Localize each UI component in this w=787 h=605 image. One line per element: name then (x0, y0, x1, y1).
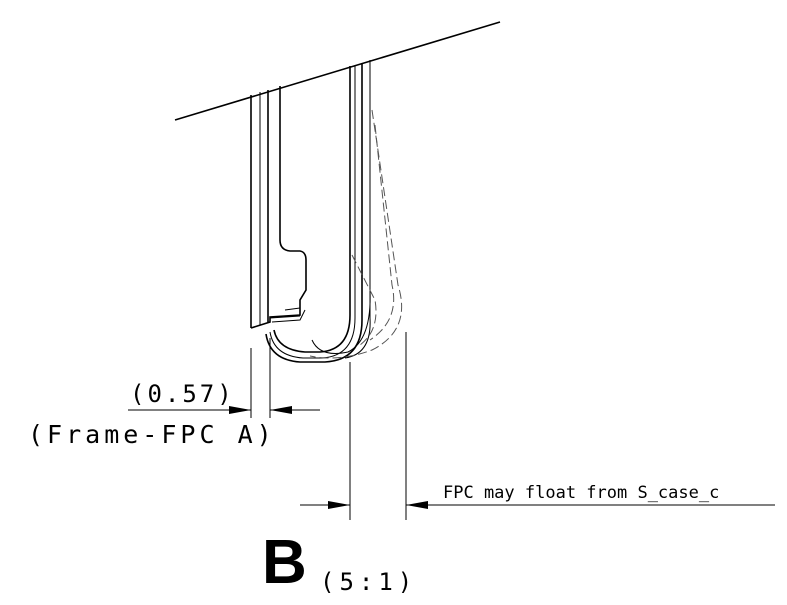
fpc-inner-loop (311, 289, 371, 354)
dimension-value: (0.57) (130, 380, 235, 408)
dim-b-arrow-left (328, 501, 350, 509)
fpc-layer-3 (265, 63, 363, 363)
dim-a-arrow-left (229, 406, 251, 414)
dim-a-arrow-right (270, 406, 292, 414)
fpc-layer-1 (273, 66, 351, 353)
view-label: B (262, 528, 307, 597)
view-scale: (5:1) (320, 568, 417, 596)
frame-clip (269, 307, 306, 323)
fpc-layer-4 (344, 60, 371, 359)
float-note: FPC may float from S_case_c (443, 483, 719, 503)
fpc-float-inner (369, 124, 395, 341)
dimension-reference: (Frame-FPC A) (28, 420, 276, 449)
fpc-float-mid (351, 254, 377, 346)
fpc-layer-2 (269, 65, 356, 359)
fpc-float-outer (309, 109, 403, 359)
top-edge-line (174, 21, 501, 121)
frame-notch (250, 239, 307, 329)
